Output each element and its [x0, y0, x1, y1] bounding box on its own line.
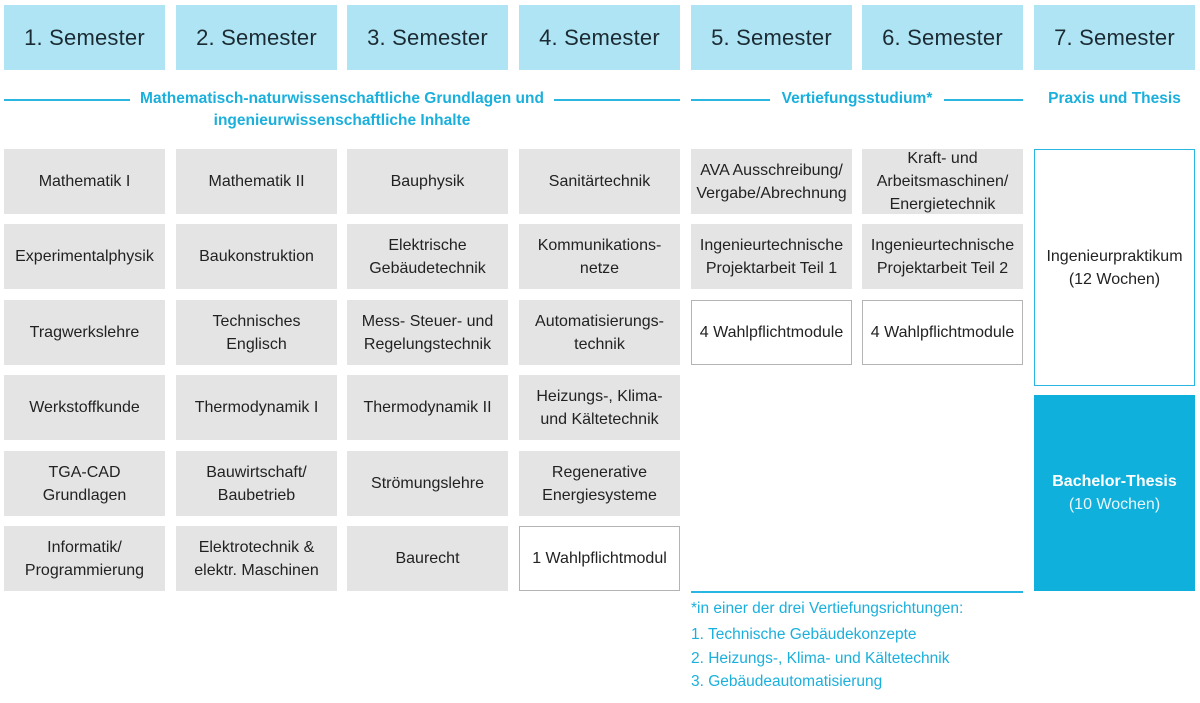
module-mathematik-2: Mathematik II: [176, 149, 337, 214]
semester-header-1: 1. Semester: [4, 5, 165, 70]
module-mathematik-1: Mathematik I: [4, 149, 165, 214]
module-automatisierungstechnik: Automatisierungs- technik: [519, 300, 680, 365]
section-label-practice: Praxis und Thesis: [1034, 88, 1195, 110]
module-baukonstruktion: Baukonstruktion: [176, 224, 337, 289]
module-regenerative-energiesysteme: Regenerative Energiesysteme: [519, 451, 680, 516]
module-projektarbeit-2: Ingenieurtechnische Projektarbeit Teil 2: [862, 224, 1023, 289]
module-experimentalphysik: Experimentalphysik: [4, 224, 165, 289]
footnote-intro: *in einer der drei Vertiefungsrichtungen…: [691, 600, 964, 617]
module-sanitaertechnik: Sanitärtechnik: [519, 149, 680, 214]
module-ingenieurpraktikum: Ingenieurpraktikum (12 Wochen): [1034, 149, 1195, 386]
module-thermodynamik-2: Thermodynamik II: [347, 375, 508, 440]
footnote-rule: [691, 591, 1023, 593]
module-elektrotechnik: Elektrotechnik & elektr. Maschinen: [176, 526, 337, 591]
module-baurecht: Baurecht: [347, 526, 508, 591]
module-mess-regelungstechnik: Mess- Steuer- und Regelungstechnik: [347, 300, 508, 365]
module-ava: AVA Ausschreibung/ Vergabe/Abrechnung: [691, 149, 852, 214]
thesis-duration: (10 Wochen): [1068, 496, 1161, 513]
module-kommunikationsnetze: Kommunikations- netze: [519, 224, 680, 289]
module-werkstoffkunde: Werkstoffkunde: [4, 375, 165, 440]
module-informatik: Informatik/ Programmierung: [4, 526, 165, 591]
footnote-item-3: 3. Gebäudeautomatisierung: [691, 673, 883, 690]
section-label-foundations: Mathematisch-naturwissenschaftliche Grun…: [130, 88, 554, 132]
module-bauphysik: Bauphysik: [347, 149, 508, 214]
semester-header-3: 3. Semester: [347, 5, 508, 70]
thesis-title: Bachelor-Thesis: [1052, 473, 1177, 490]
module-heizung-klima-kaelte: Heizungs-, Klima- und Kältetechnik: [519, 375, 680, 440]
section-label-specialization: Vertiefungsstudium*: [770, 88, 944, 110]
footnote-item-2: 2. Heizungs-, Klima- und Kältetechnik: [691, 650, 950, 667]
module-bachelor-thesis: Bachelor-Thesis (10 Wochen): [1034, 395, 1195, 591]
module-tga-cad: TGA-CAD Grundlagen: [4, 451, 165, 516]
semester-header-6: 6. Semester: [862, 5, 1023, 70]
module-tragwerkslehre: Tragwerkslehre: [4, 300, 165, 365]
footnote-item-1: 1. Technische Gebäudekonzepte: [691, 626, 917, 643]
module-stroemungslehre: Strömungslehre: [347, 451, 508, 516]
semester-header-5: 5. Semester: [691, 5, 852, 70]
module-technisches-englisch: Technisches Englisch: [176, 300, 337, 365]
module-elektrische-gebaeudetechnik: Elektrische Gebäudetechnik: [347, 224, 508, 289]
module-bauwirtschaft: Bauwirtschaft/ Baubetrieb: [176, 451, 337, 516]
module-wahlpflicht-sem4: 1 Wahlpflichtmodul: [519, 526, 680, 591]
module-projektarbeit-1: Ingenieurtechnische Projektarbeit Teil 1: [691, 224, 852, 289]
module-kraft-arbeitsmaschinen: Kraft- und Arbeitsmaschinen/ Energietech…: [862, 149, 1023, 214]
semester-header-7: 7. Semester: [1034, 5, 1195, 70]
module-wahlpflicht-sem6: 4 Wahlpflichtmodule: [862, 300, 1023, 365]
module-thermodynamik-1: Thermodynamik I: [176, 375, 337, 440]
semester-header-4: 4. Semester: [519, 5, 680, 70]
semester-header-2: 2. Semester: [176, 5, 337, 70]
module-wahlpflicht-sem5: 4 Wahlpflichtmodule: [691, 300, 852, 365]
